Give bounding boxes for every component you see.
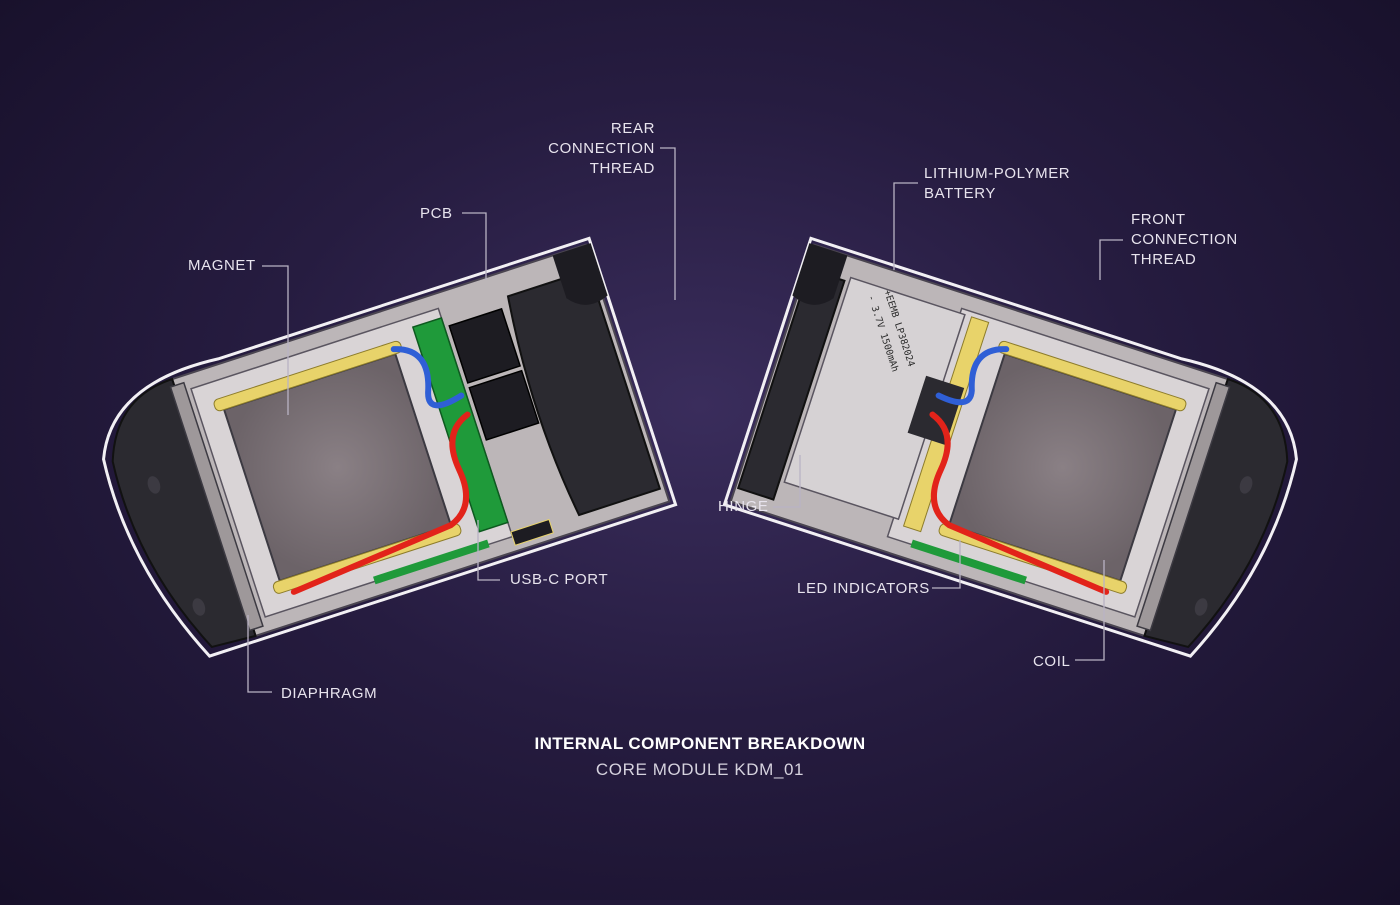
- right-wire-blue: [935, 346, 1010, 406]
- leader-hinge: [773, 455, 801, 508]
- left-end-cap: [111, 377, 257, 649]
- label-magnet: MAGNET: [188, 257, 256, 274]
- left-coil-top: [213, 340, 403, 412]
- left-diaphragm: [169, 381, 264, 632]
- right-end-hole-1: [1239, 476, 1253, 494]
- right-battery-connector: [907, 375, 965, 446]
- leader-magnet: [262, 265, 289, 415]
- label-front-thread: FRONT CONNECTION THREAD: [1131, 211, 1238, 268]
- label-hinge: HINGE: [718, 498, 769, 515]
- left-pcb-chip: [448, 307, 522, 384]
- right-wire-red: [929, 411, 1110, 595]
- right-diaphragm: [1136, 381, 1231, 632]
- label-battery: LITHIUM-POLYMER BATTERY: [924, 165, 1071, 202]
- left-end-hole-1: [147, 476, 161, 494]
- label-diaphragm: DIAPHRAGM: [281, 685, 378, 702]
- diagram-subtitle: CORE MODULE KDM_01: [595, 760, 805, 779]
- left-rear-notch: [552, 243, 608, 305]
- leader-diaphragm: [247, 615, 272, 693]
- left-wire-blue: [390, 346, 465, 409]
- left-outline: [102, 236, 678, 658]
- leader-front-thread: [1099, 239, 1123, 280]
- right-coil-top: [997, 340, 1187, 412]
- right-end-hole-2: [1194, 598, 1208, 616]
- leader-lines: [247, 147, 1123, 693]
- label-led: LED INDICATORS: [797, 580, 930, 597]
- leader-battery: [893, 182, 918, 270]
- left-end-hole-2: [192, 598, 206, 616]
- right-module: [722, 236, 1298, 658]
- label-rear-thread: REAR CONNECTION THREAD: [548, 120, 655, 177]
- left-wire-red: [290, 411, 471, 595]
- diagram-title: INTERNAL COMPONENT BREAKDOWN: [534, 734, 866, 753]
- left-usb-port: [510, 518, 554, 546]
- leader-rear-thread: [660, 147, 676, 300]
- label-pcb: PCB: [420, 205, 453, 222]
- right-end-cap: [1143, 377, 1289, 649]
- right-led-strip: [910, 539, 1027, 585]
- leader-pcb: [462, 212, 487, 280]
- label-usb-port: USB-C PORT: [510, 571, 609, 588]
- right-front-notch: [792, 243, 848, 305]
- leader-usb: [477, 520, 500, 581]
- right-outline: [722, 236, 1298, 658]
- label-coil: COIL: [1033, 653, 1071, 670]
- leader-led: [932, 540, 961, 589]
- left-hinge-block: [506, 268, 662, 517]
- left-module: [102, 236, 678, 658]
- left-led-strip: [373, 539, 490, 585]
- leader-coil: [1075, 560, 1105, 661]
- left-pcb-chip-2: [468, 369, 540, 441]
